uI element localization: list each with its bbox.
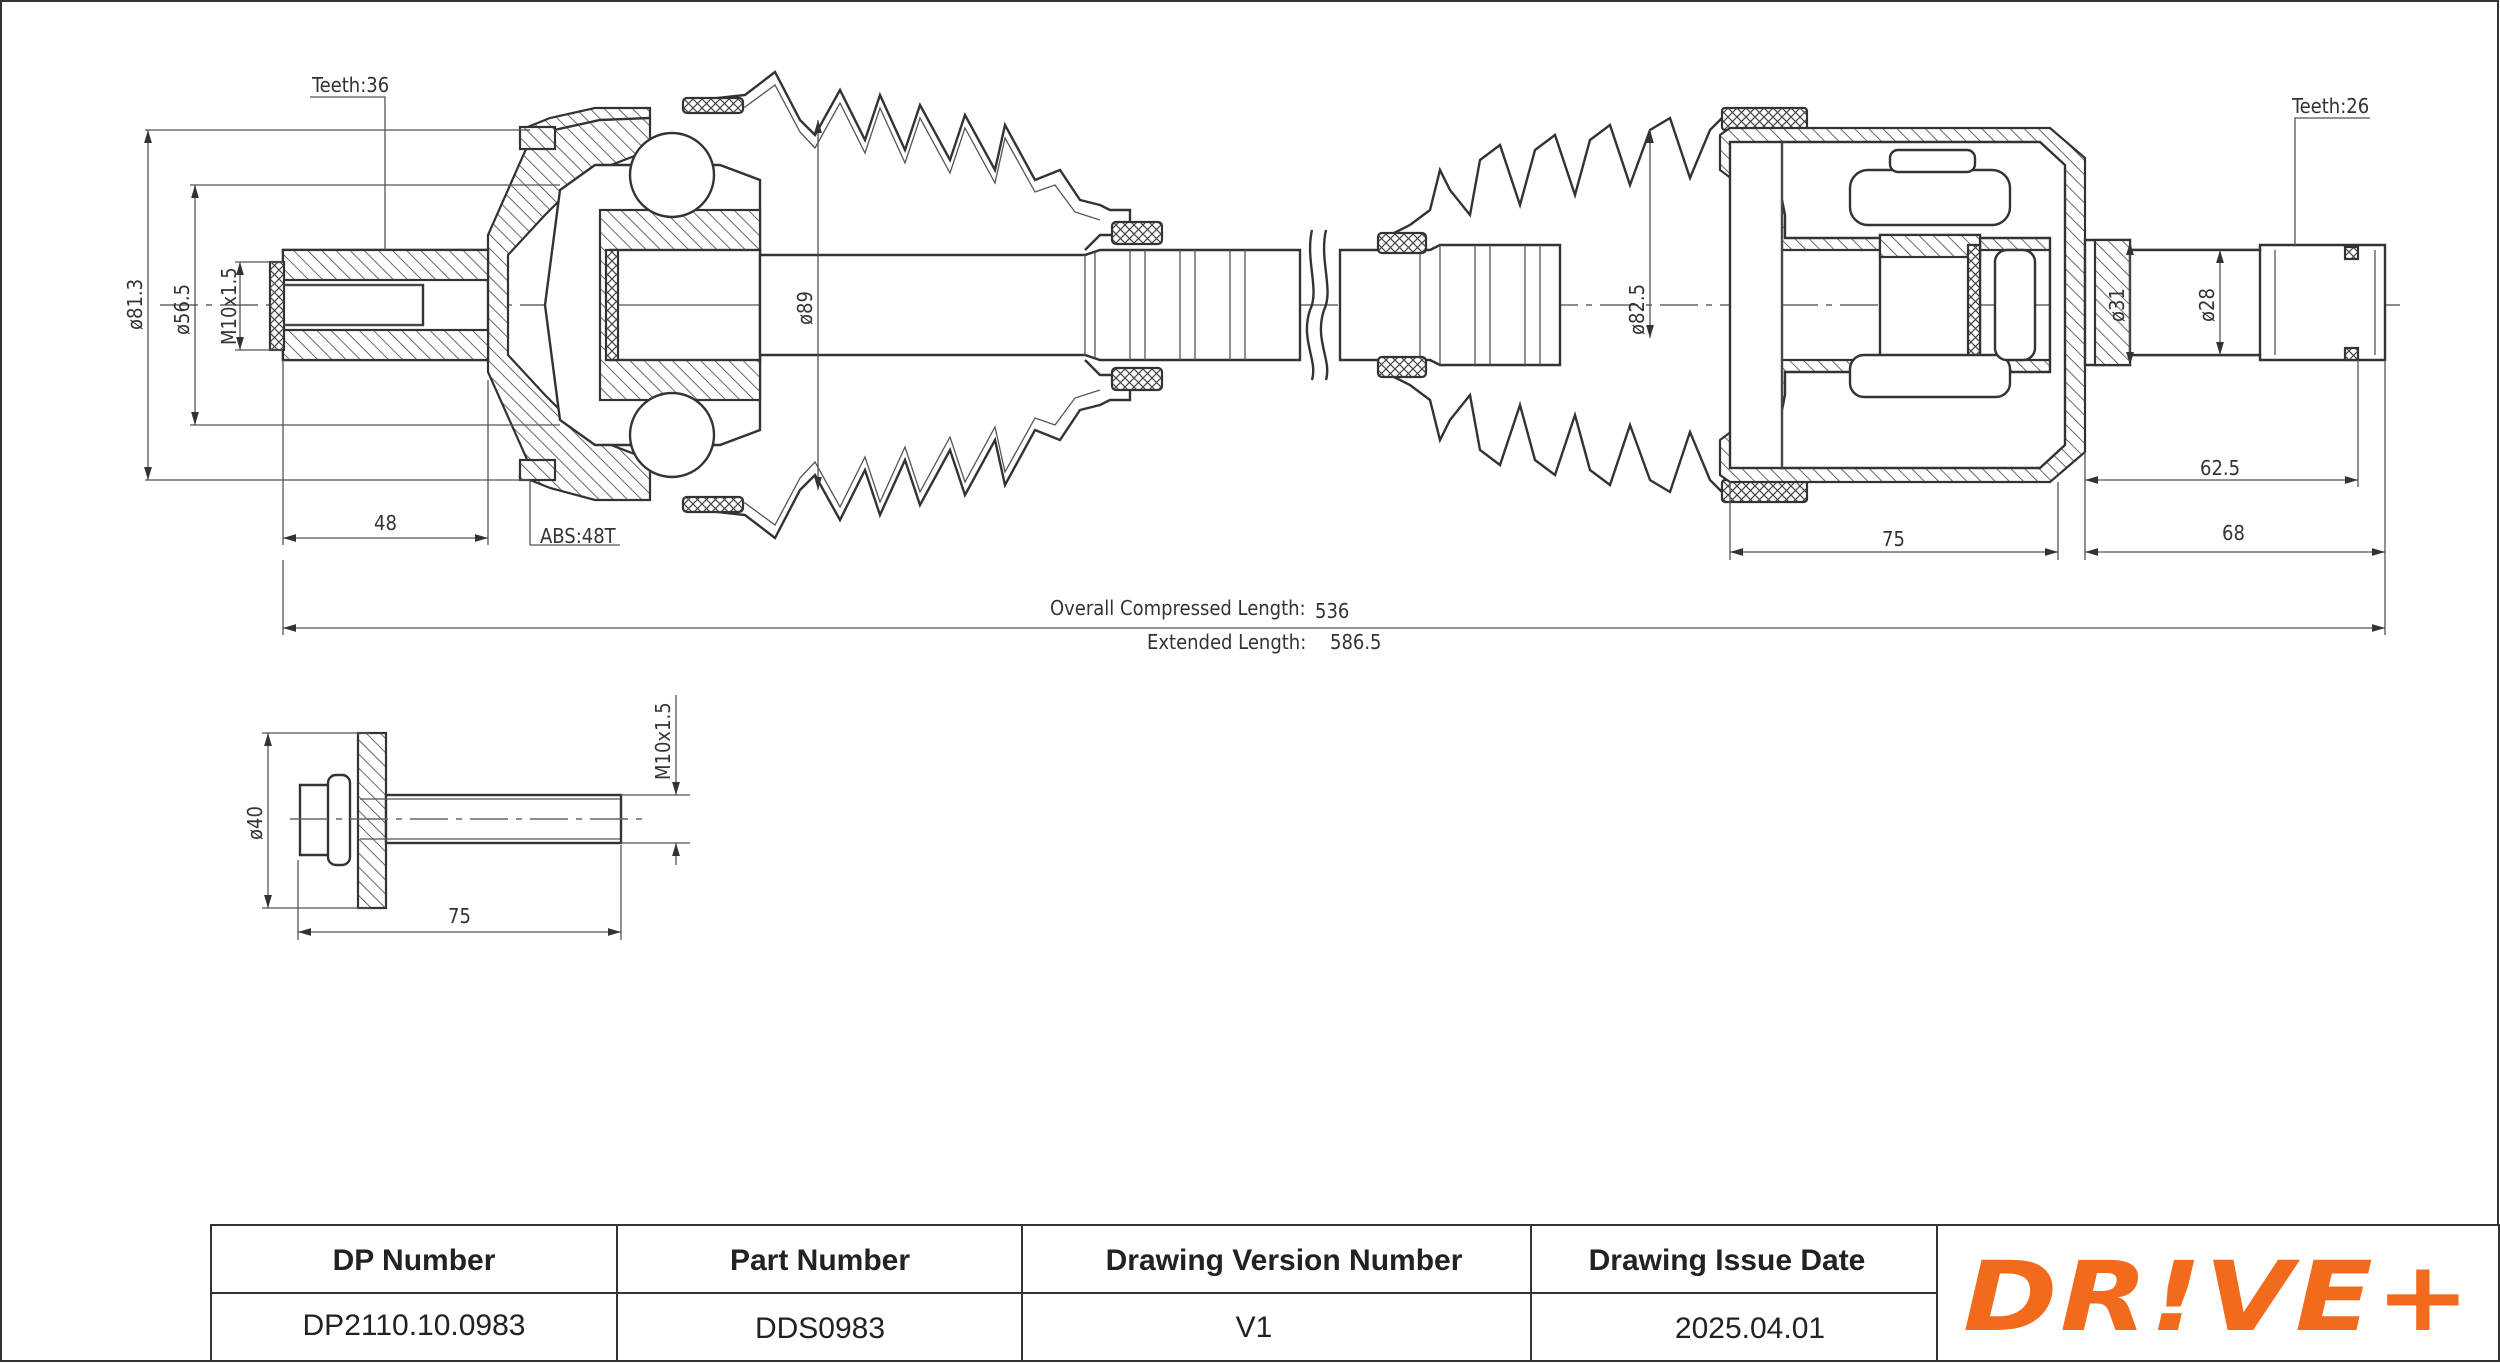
- bolt-drawing: ø40 M10x1.5 75: [243, 695, 690, 940]
- dim-d89: ø89: [793, 291, 817, 325]
- bolt-dim-m10: M10x1.5: [651, 702, 675, 780]
- tripod-roller: [1848, 168, 2012, 227]
- value-part-number: DDS0983: [755, 1312, 885, 1345]
- extended-length-value: 586.5: [1330, 630, 1382, 654]
- inner-boot: [1389, 113, 1736, 497]
- value-drawing-version: V1: [1236, 1311, 1273, 1344]
- dim-d82-5: ø82.5: [1625, 284, 1649, 335]
- shaft-grooves: [1084, 245, 1541, 365]
- dim-62-5: 62.5: [2200, 456, 2240, 480]
- dim-d81-3: ø81.3: [123, 279, 147, 330]
- dim-d31: ø31: [2105, 288, 2129, 322]
- cv-ball-top: [628, 131, 716, 219]
- dim-d28: ø28: [2195, 288, 2219, 322]
- value-dp-number: DP2110.10.0983: [303, 1309, 526, 1342]
- outer-boot: [699, 70, 1132, 540]
- header-issue-date: Drawing Issue Date: [1589, 1244, 1866, 1277]
- value-issue-date: 2025.04.01: [1675, 1312, 1825, 1345]
- abs-label: ABS:48T: [540, 524, 617, 548]
- header-part-number: Part Number: [730, 1244, 910, 1277]
- dim-m10-left: M10x1.5: [217, 267, 241, 345]
- dim-68: 68: [2222, 521, 2245, 545]
- dim-48: 48: [374, 511, 397, 535]
- overall-length-value: 536: [1315, 599, 1349, 623]
- teeth-right-label: Teeth:26: [2291, 94, 2369, 118]
- title-block: DP Number Part Number Drawing Version Nu…: [210, 1224, 2500, 1362]
- extended-length-label: Extended Length:: [1147, 630, 1306, 654]
- overall-length-label: Overall Compressed Length:: [1050, 596, 1306, 620]
- drive-plus-logo: DR!VE+: [1963, 1241, 2473, 1353]
- teeth-left-label: Teeth:36: [311, 73, 389, 97]
- bolt-dim-75: 75: [448, 904, 471, 928]
- header-dp-number: DP Number: [333, 1244, 496, 1277]
- header-drawing-version: Drawing Version Number: [1106, 1244, 1463, 1277]
- main-shaft: [758, 248, 1302, 362]
- cv-ball-bottom: [628, 391, 716, 479]
- drive-shaft-assembly: Teeth:36 Teeth:26 ø81.3 ø56.5 M10x1.5 ø8…: [123, 70, 2400, 654]
- bolt-dim-d40: ø40: [243, 806, 267, 840]
- dimension-lines: [144, 96, 2386, 635]
- dim-75-right: 75: [1882, 527, 1905, 551]
- dim-d56-5: ø56.5: [170, 284, 194, 335]
